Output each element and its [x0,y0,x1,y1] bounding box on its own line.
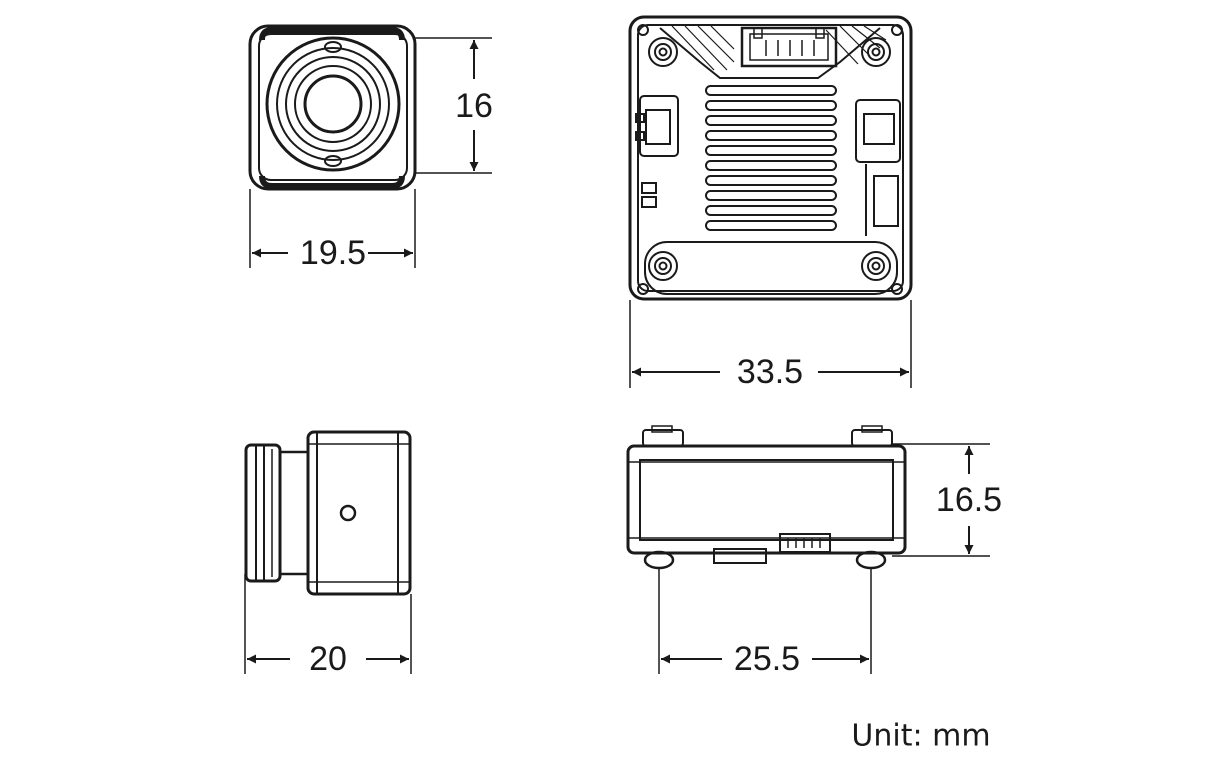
front-width-dimension: 19.5 [249,189,416,272]
unit-label: Unit: mm [851,719,990,754]
front-height-dimension: 16 [415,37,493,174]
back-width-label: 33.5 [737,353,803,391]
front-view-camera [248,24,417,191]
side-depth-dimension: 20 [244,574,412,678]
bottom-height-label: 16.5 [936,481,1002,519]
front-width-label: 19.5 [300,234,366,272]
bottom-view-camera [626,425,907,570]
side-depth-label: 20 [309,640,347,678]
back-view-board [628,15,913,301]
side-view-camera [244,430,412,596]
bottom-hole-spacing-dimension: 25.5 [658,568,872,678]
front-height-label: 16 [455,87,493,125]
bottom-height-dimension: 16.5 [892,443,1002,557]
bottom-hole-spacing-label: 25.5 [734,640,800,678]
back-width-dimension: 33.5 [629,300,912,391]
